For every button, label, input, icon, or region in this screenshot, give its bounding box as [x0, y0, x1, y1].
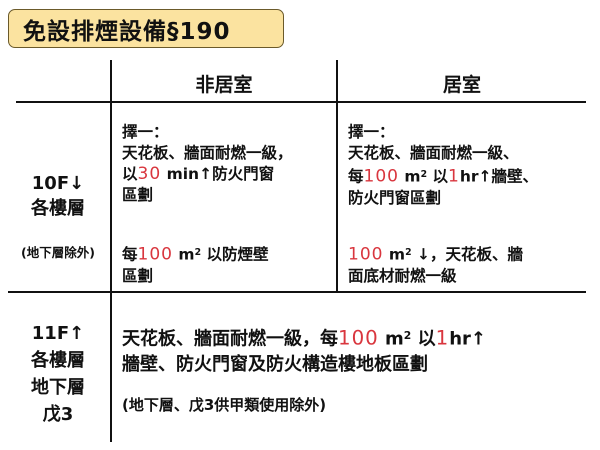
highlight-number: 100 — [348, 244, 384, 265]
text: hr↑牆壁、 — [459, 167, 538, 186]
cell-line: 面底材耐燃一級 — [348, 266, 457, 285]
cell-11f-note: (地下層、戊3供甲類使用除外) — [122, 396, 327, 414]
cell-line: 每100 m2 以1hr↑牆壁、 — [348, 164, 588, 188]
cell-line: 擇一： — [348, 123, 395, 141]
text: min↑防火門窗 — [161, 165, 275, 183]
cell-line: 天花板、牆面耐燃一級，每100 m2 以1hr↑ — [122, 323, 592, 352]
table-divider-row — [8, 291, 586, 293]
cell-line: 牆壁、防火門窗及防火構造樓地板區劃 — [122, 354, 428, 376]
cell-line: 天花板、牆面耐燃一級、 — [348, 144, 519, 162]
column-header-residential: 居室 — [442, 74, 481, 96]
text: 以防煙壁 — [201, 245, 269, 264]
text: 天花板、牆面耐燃一級，每 — [122, 328, 338, 350]
highlight-number: 1 — [447, 166, 460, 187]
cell-11f-merged: 天花板、牆面耐燃一級，每100 m2 以1hr↑ 牆壁、防火門窗及防火構造樓地板… — [122, 323, 592, 378]
row-header-line: 10F↓ — [31, 173, 85, 194]
cell-line: 每100 m2 以防煙壁 — [122, 242, 336, 266]
table-divider-vertical-middle — [336, 60, 338, 292]
cell-10f-nonres-smoke-wall: 每100 m2 以防煙壁 區劃 — [122, 242, 336, 287]
cell-line: 區劃 — [122, 266, 154, 285]
text: 每 — [348, 167, 364, 186]
highlight-number: 1 — [435, 326, 450, 350]
row-header-11f-above: 11F↑ 各樓層 地下層 戊3 — [10, 320, 106, 428]
text: 以 — [427, 167, 448, 186]
table-divider-header — [16, 101, 586, 103]
row-header-line: 戊3 — [42, 404, 74, 425]
superscript: 2 — [403, 329, 412, 342]
highlight-number: 100 — [338, 326, 379, 350]
cell-line: 天花板、牆面耐燃一級， — [122, 144, 293, 162]
text: 以 — [411, 328, 436, 350]
cell-10f-res-option: 擇一： 天花板、牆面耐燃一級、 每100 m2 以1hr↑牆壁、 防火門窗區劃 — [348, 122, 588, 209]
text: m — [378, 328, 404, 350]
cell-line: 擇一： — [122, 123, 169, 141]
highlight-number: 100 — [137, 244, 174, 265]
row-header-line: 11F↑ — [31, 323, 85, 344]
superscript: 2 — [420, 169, 428, 180]
text: m — [173, 245, 195, 264]
text: 以 — [122, 165, 138, 183]
cell-line: 防火門窗區劃 — [348, 188, 442, 207]
column-header-non-residential: 非居室 — [195, 74, 253, 96]
highlight-number: 30 — [137, 164, 162, 184]
cell-10f-nonres-option: 擇一： 天花板、牆面耐燃一級， 以30 min↑防火門窗 區劃 — [122, 122, 336, 206]
text: m — [383, 245, 406, 264]
row-header-10f-below: 10F↓ 各樓層 — [10, 171, 106, 221]
row-header-note: (地下層除外) — [21, 245, 95, 260]
text: 每 — [122, 245, 138, 264]
table-divider-vertical-main — [110, 60, 112, 442]
cell-line: 以30 min↑防火門窗 — [122, 164, 336, 185]
superscript: 2 — [405, 247, 412, 258]
highlight-number: 100 — [363, 166, 400, 187]
text: m — [399, 167, 421, 186]
superscript: 2 — [194, 247, 202, 258]
text: hr↑ — [449, 328, 486, 350]
page-title: 免設排煙設備§190 — [8, 9, 284, 48]
cell-line: 區劃 — [122, 186, 154, 204]
row-header-line: 各樓層 — [31, 350, 85, 371]
row-header-line: 地下層 — [31, 377, 85, 398]
row-header-line: 各樓層 — [31, 198, 85, 219]
text: ↓，天花板、牆 — [411, 245, 523, 264]
cell-10f-res-small-area: 100 m2 ↓，天花板、牆 面底材耐燃一級 — [348, 242, 588, 287]
cell-line: 100 m2 ↓，天花板、牆 — [348, 242, 588, 266]
